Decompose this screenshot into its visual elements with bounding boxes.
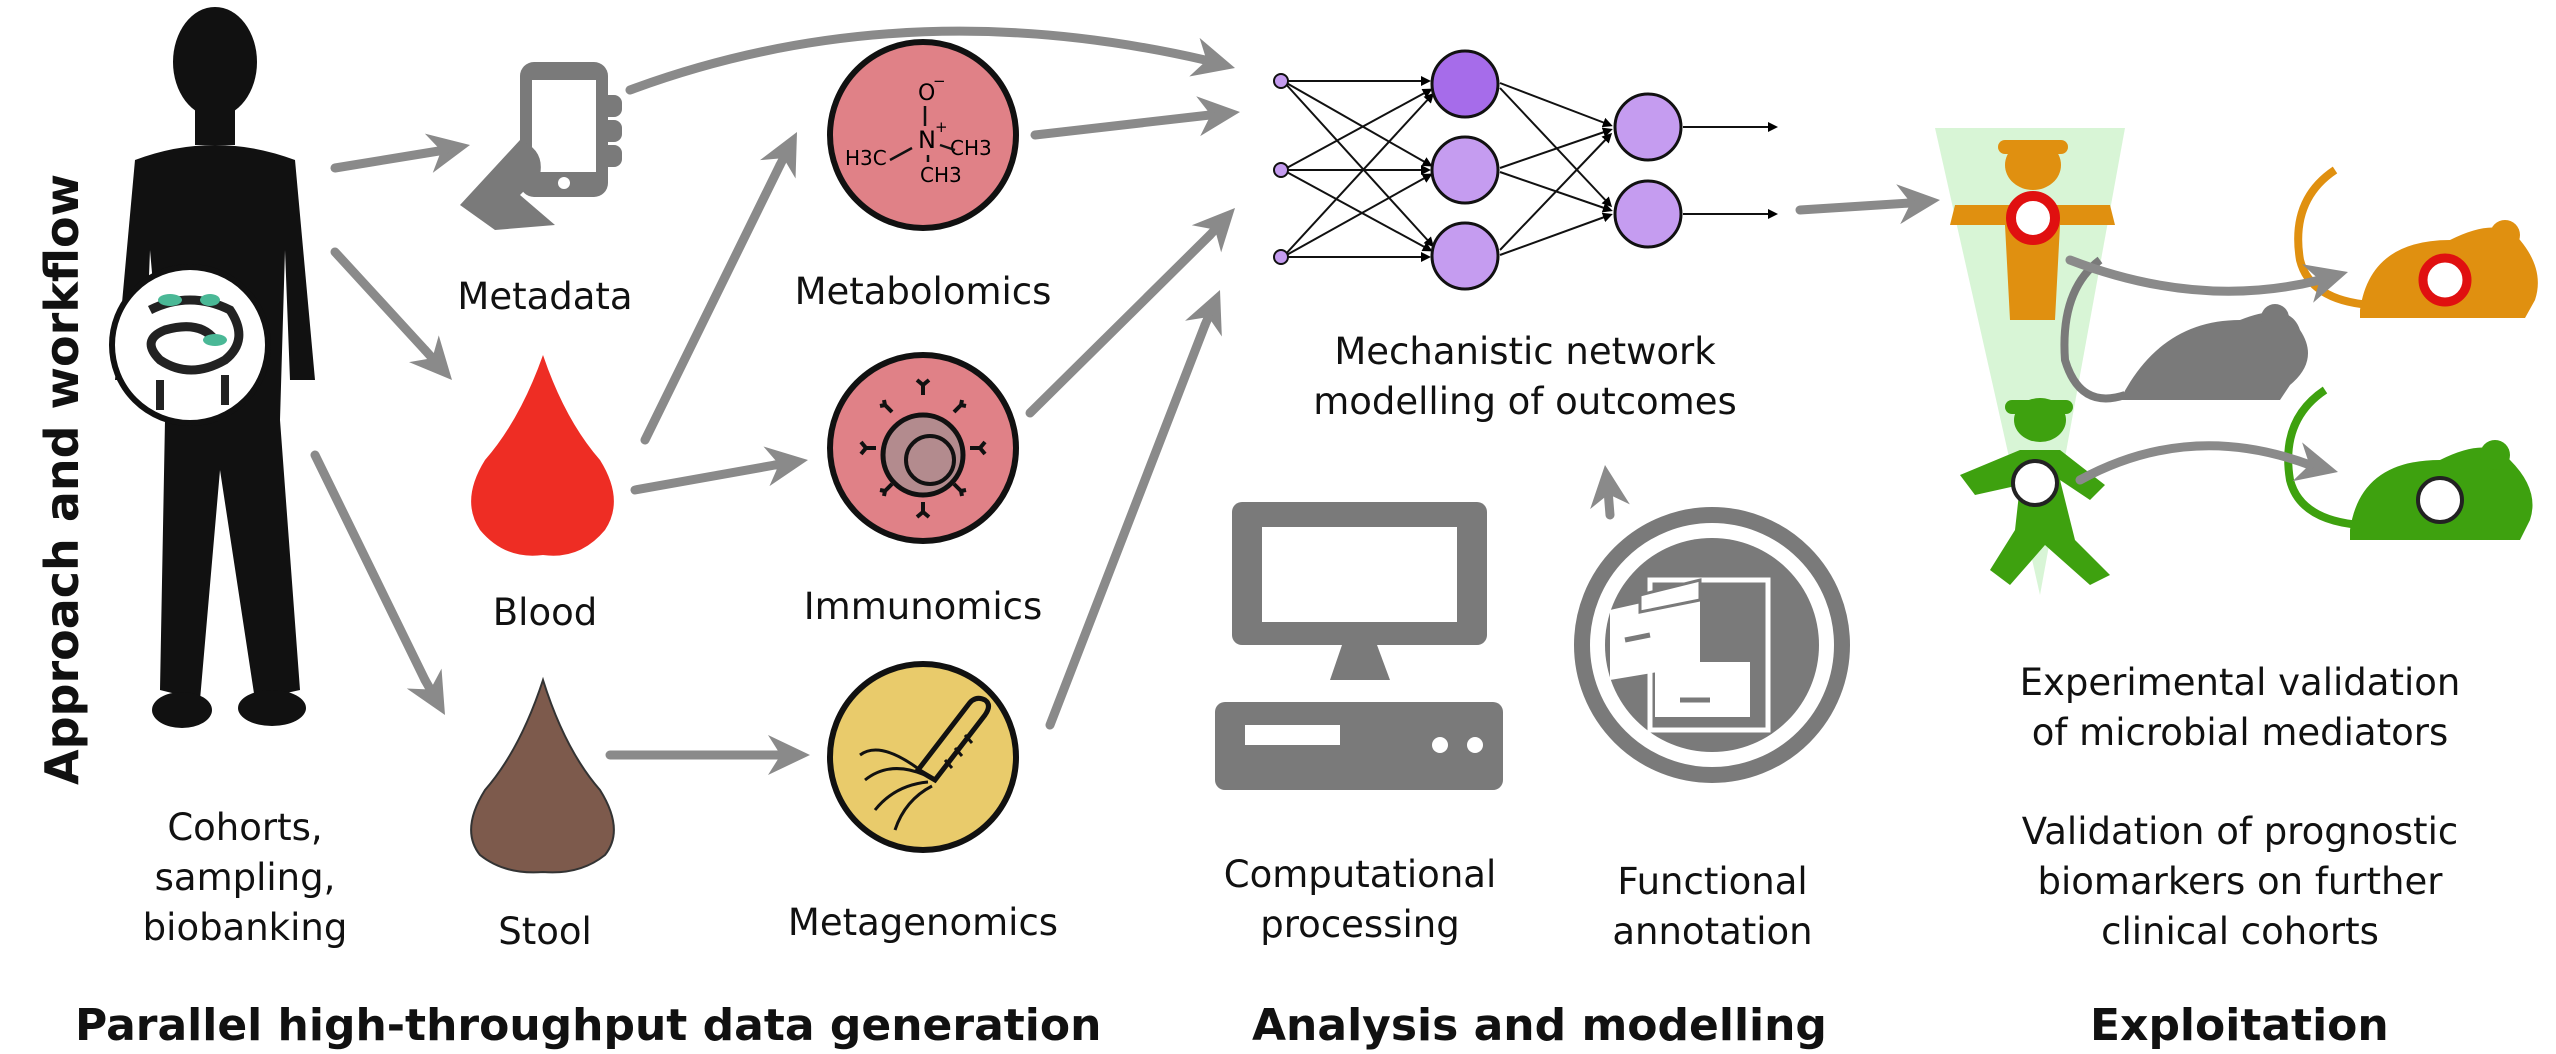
metadata-label: Metadata — [457, 275, 633, 318]
flow-arrowhead — [759, 132, 797, 179]
stool-label: Stool — [498, 910, 592, 953]
flow-arrow-line — [640, 160, 785, 445]
network-label-line: modelling of outcomes — [1313, 380, 1737, 423]
blood-drop-icon — [471, 355, 614, 556]
flow-arrow-connector — [775, 153, 789, 170]
validation-biomarkers-line: Validation of prognostic — [2021, 810, 2459, 853]
cohorts-label-line: biobanking — [142, 906, 348, 949]
flow-arrow-connector — [1205, 225, 1220, 240]
flow-arrow-line — [1025, 230, 1215, 418]
flow-arrowhead — [763, 446, 808, 487]
metagenomics-icon — [827, 661, 1019, 853]
validation-mediators-line: Experimental validation — [2019, 661, 2461, 704]
flow-arrow-connector — [420, 345, 437, 363]
network-label: Mechanistic network modelling of outcome… — [1270, 327, 1780, 427]
molecule-methyl-left: H3C — [845, 146, 887, 170]
flow-arrow-connector — [1200, 312, 1213, 330]
flow-arrow-line — [2065, 255, 2325, 296]
flow-arrowhead — [1189, 37, 1235, 77]
validation-mediators-line: of microbial mediators — [2031, 711, 2449, 754]
molecule-methyl-right: CH3 — [950, 136, 992, 160]
immunomics-label: Immunomics — [803, 585, 1043, 628]
functional-label-line: Functional — [1617, 860, 1808, 903]
computer-icon — [1215, 502, 1503, 790]
filing-cabinet-icon — [1574, 507, 1850, 783]
functional-label: Functional annotation — [1560, 857, 1865, 957]
flow-arrows — [310, 26, 2348, 775]
flow-arrow-connector — [420, 675, 435, 694]
cohorts-label: Cohorts, sampling, biobanking — [120, 803, 370, 953]
section-analysis: Analysis and modelling — [1252, 1000, 1827, 1051]
flow-arrowhead — [1196, 96, 1240, 137]
molecule-oxygen-charge: − — [933, 72, 946, 90]
cohorts-label-line: Cohorts, — [167, 806, 323, 849]
phone-icon — [460, 62, 622, 230]
validation-biomarkers-line: clinical cohorts — [2101, 910, 2379, 953]
flow-arrowhead — [1191, 208, 1235, 253]
green-mouse-icon — [2284, 386, 2533, 540]
blood-label: Blood — [492, 591, 598, 634]
computational-label: Computational processing — [1190, 850, 1530, 950]
human-silhouette-icon — [109, 7, 315, 728]
side-title: Approach and workflow — [35, 173, 89, 785]
neural-network-icon — [1273, 49, 1778, 291]
flow-arrow-line — [1030, 110, 1215, 140]
validation-biomarkers-line: biomarkers on further — [2037, 860, 2443, 903]
stool-drop-icon — [470, 676, 615, 874]
flow-arrowhead — [409, 335, 452, 380]
cohorts-label-line: sampling, — [154, 856, 336, 899]
green-ampelmann-icon — [1960, 398, 2110, 585]
section-data-generation: Parallel high-throughput data generation — [75, 1000, 1102, 1051]
flow-arrowhead — [2292, 442, 2338, 482]
flow-arrow-line — [625, 26, 1210, 95]
validation-mediators-label: Experimental validation of microbial med… — [1960, 658, 2520, 758]
gray-mouse-icon — [2060, 256, 2308, 403]
computational-label-line: processing — [1260, 903, 1460, 946]
flow-arrowhead — [1185, 290, 1222, 337]
flow-arrow-line — [330, 145, 450, 173]
flow-arrowhead — [768, 735, 810, 775]
flow-arrow-line — [630, 460, 780, 495]
molecule-methyl-bottom: CH3 — [920, 163, 962, 187]
orange-ampelmann-icon — [1950, 140, 2115, 320]
immunomics-icon — [827, 352, 1019, 544]
flow-arrowhead — [2302, 264, 2348, 303]
metabolomics-icon: O − N + H3C CH3 CH3 — [827, 39, 1019, 231]
flow-arrow-line — [2075, 441, 2315, 485]
metagenomics-label: Metagenomics — [787, 901, 1059, 944]
molecule-oxygen: O — [918, 81, 935, 106]
flow-arrowhead — [406, 668, 445, 715]
metabolomics-label: Metabolomics — [794, 270, 1052, 313]
flow-arrow-connector — [436, 145, 450, 156]
orange-mouse-icon — [2294, 166, 2538, 318]
flow-arrow-line — [1795, 198, 1915, 215]
molecule-nitrogen-charge: + — [935, 118, 948, 136]
section-exploitation: Exploitation — [2090, 1000, 2389, 1051]
validation-biomarkers-label: Validation of prognostic biomarkers on f… — [1960, 807, 2520, 957]
validation-funnel — [1935, 128, 2125, 595]
flow-arrow-line — [1045, 320, 1210, 730]
flow-arrow-line — [330, 247, 430, 355]
computational-label-line: Computational — [1223, 853, 1497, 896]
molecule-nitrogen: N — [918, 126, 936, 154]
flow-arrow-connector — [770, 459, 784, 470]
flow-arrow-connector — [1603, 485, 1614, 499]
flow-arrow-line — [310, 450, 430, 685]
network-label-line: Mechanistic network — [1334, 330, 1716, 373]
flow-arrowhead — [1896, 184, 1940, 225]
functional-label-line: annotation — [1612, 910, 1813, 953]
